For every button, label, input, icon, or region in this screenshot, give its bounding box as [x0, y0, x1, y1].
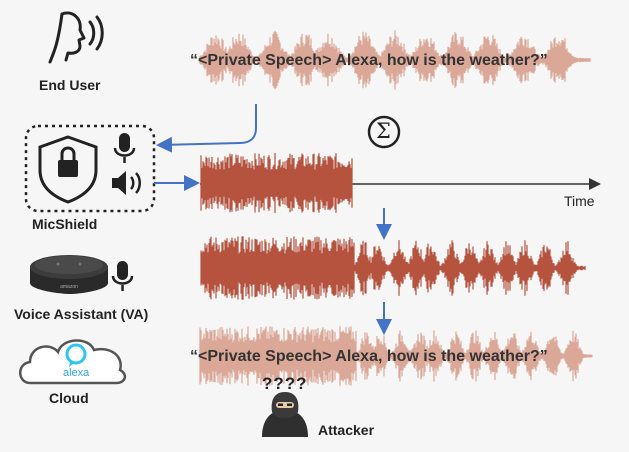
- hooded-attacker-icon: [262, 392, 308, 437]
- micshield-label: MicShield: [32, 216, 98, 232]
- waveform-trace: [200, 236, 586, 300]
- cloud-label: Cloud: [49, 390, 89, 406]
- speech-waveform-top: [199, 30, 591, 90]
- micshield-box: [24, 124, 156, 213]
- time-axis-label: Time: [564, 193, 595, 209]
- speaking-person-icon: [48, 11, 104, 64]
- utterance-bottom: “<Private Speech> Alexa, how is the weat…: [190, 348, 548, 365]
- sum-symbol: Σ: [376, 119, 391, 143]
- alexa-logo-text: alexa: [63, 367, 90, 379]
- lock-shield-icon: [38, 135, 98, 204]
- waveform-trace: [199, 30, 591, 90]
- end-user-label: End User: [39, 77, 101, 93]
- jamming-waveform: [200, 153, 353, 213]
- utterance-top: “<Private Speech> Alexa, how is the weat…: [190, 52, 548, 69]
- waveform-trace: [200, 153, 353, 213]
- echo-dot-icon: amazon: [30, 255, 108, 294]
- attacker-question-marks: ????: [262, 374, 308, 393]
- sum-icon: [367, 115, 401, 149]
- voice-assistant-label: Voice Assistant (VA): [14, 306, 149, 322]
- waveform-trace: [199, 326, 593, 386]
- speaker-icon: [112, 171, 141, 195]
- microphone-icon: [113, 133, 136, 163]
- alexa-ring-icon: [65, 343, 87, 367]
- mixed-waveform: [200, 236, 586, 300]
- microphone-icon: [111, 261, 134, 291]
- speech-waveform-bottom: [199, 326, 593, 386]
- svg-text:amazon: amazon: [60, 284, 78, 290]
- attacker-label: Attacker: [318, 422, 375, 438]
- speech-to-micshield-arrow: [156, 104, 257, 153]
